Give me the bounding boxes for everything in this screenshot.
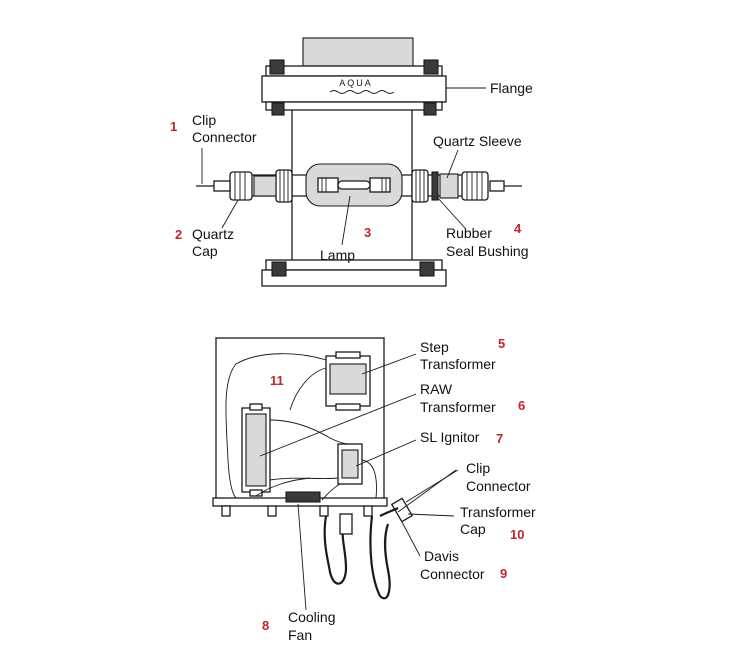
bolt-head: [269, 59, 285, 75]
sterilizer-assembly: AQUA: [196, 37, 522, 287]
bolt-head: [271, 102, 285, 116]
flange-plate-bottom: [265, 101, 443, 111]
label-step-transformer-1: Step: [420, 339, 449, 355]
foot: [221, 505, 231, 517]
label-lamp: Lamp: [320, 247, 355, 263]
clip-connector-right: [489, 180, 522, 192]
label-davis-connector-1: Davis: [424, 548, 459, 564]
bolt-head: [423, 59, 439, 75]
label-rubber-seal-2: Seal Bushing: [446, 243, 529, 259]
external-cords: [323, 497, 414, 600]
number-4: 4: [514, 221, 522, 236]
inlet-stub: [302, 37, 414, 67]
label-davis-connector-2: Connector: [420, 566, 485, 582]
label-clip-connector-2: Connector: [192, 129, 257, 145]
number-5: 5: [498, 336, 505, 351]
quartz-cap-right: [461, 171, 489, 201]
rubber-seal-bushing: [431, 171, 439, 201]
label-step-transformer-2: Transformer: [420, 356, 496, 372]
label-transformer-cap-1: Transformer: [460, 504, 536, 520]
step-transformer: [325, 351, 371, 411]
foot: [267, 505, 277, 517]
label-quartz-sleeve: Quartz Sleeve: [433, 133, 522, 149]
flange-plate-top: [265, 65, 443, 77]
uv-lamp: [317, 177, 391, 193]
number-7: 7: [496, 431, 503, 446]
label-rubber-seal-1: Rubber: [446, 225, 492, 241]
sl-ignitor: [337, 443, 363, 485]
label-clip-connector-b1: Clip: [466, 460, 490, 476]
bottom-leader-lines: [259, 353, 459, 611]
label-raw-transformer-2: Transformer: [420, 399, 496, 415]
top-leader-lines: [201, 87, 486, 246]
internal-wiring: [225, 353, 377, 501]
ballast-enclosure: [212, 337, 414, 600]
quartz-sleeve-left: [253, 175, 277, 197]
number-11: 11: [270, 373, 284, 388]
foot: [363, 505, 373, 517]
right-threads: [411, 169, 429, 203]
clip-connector-left: [196, 180, 231, 192]
label-raw-transformer-1: RAW: [420, 381, 453, 397]
label-transformer-cap-2: Cap: [460, 521, 486, 537]
bolt-head: [419, 261, 435, 277]
label-sl-ignitor: SL Ignitor: [420, 429, 480, 445]
label-cooling-fan-1: Cooling: [288, 609, 335, 625]
number-10: 10: [510, 527, 524, 542]
label-clip-connector-1: Clip: [192, 112, 216, 128]
raw-transformer: [241, 403, 271, 497]
number-6: 6: [518, 398, 525, 413]
quartz-sleeve-right: [439, 173, 459, 199]
bolt-head: [423, 102, 437, 116]
label-flange: Flange: [490, 80, 533, 96]
label-clip-connector-b2: Connector: [466, 478, 531, 494]
label-quartz-cap-2: Cap: [192, 243, 218, 259]
number-8: 8: [262, 618, 269, 633]
number-9: 9: [500, 566, 507, 581]
cooling-fan: [285, 491, 321, 503]
label-cooling-fan-2: Fan: [288, 627, 312, 643]
foot: [319, 505, 329, 517]
brand-logo: AQUA: [339, 78, 373, 88]
bolt-head: [271, 261, 287, 277]
number-3: 3: [364, 225, 371, 240]
bottom-base: [261, 269, 447, 287]
quartz-cap: [229, 171, 253, 201]
label-quartz-cap-1: Quartz: [192, 226, 234, 242]
number-1: 1: [170, 119, 177, 134]
number-2: 2: [175, 227, 182, 242]
left-threads: [275, 169, 293, 203]
logo-wave: [329, 90, 395, 94]
